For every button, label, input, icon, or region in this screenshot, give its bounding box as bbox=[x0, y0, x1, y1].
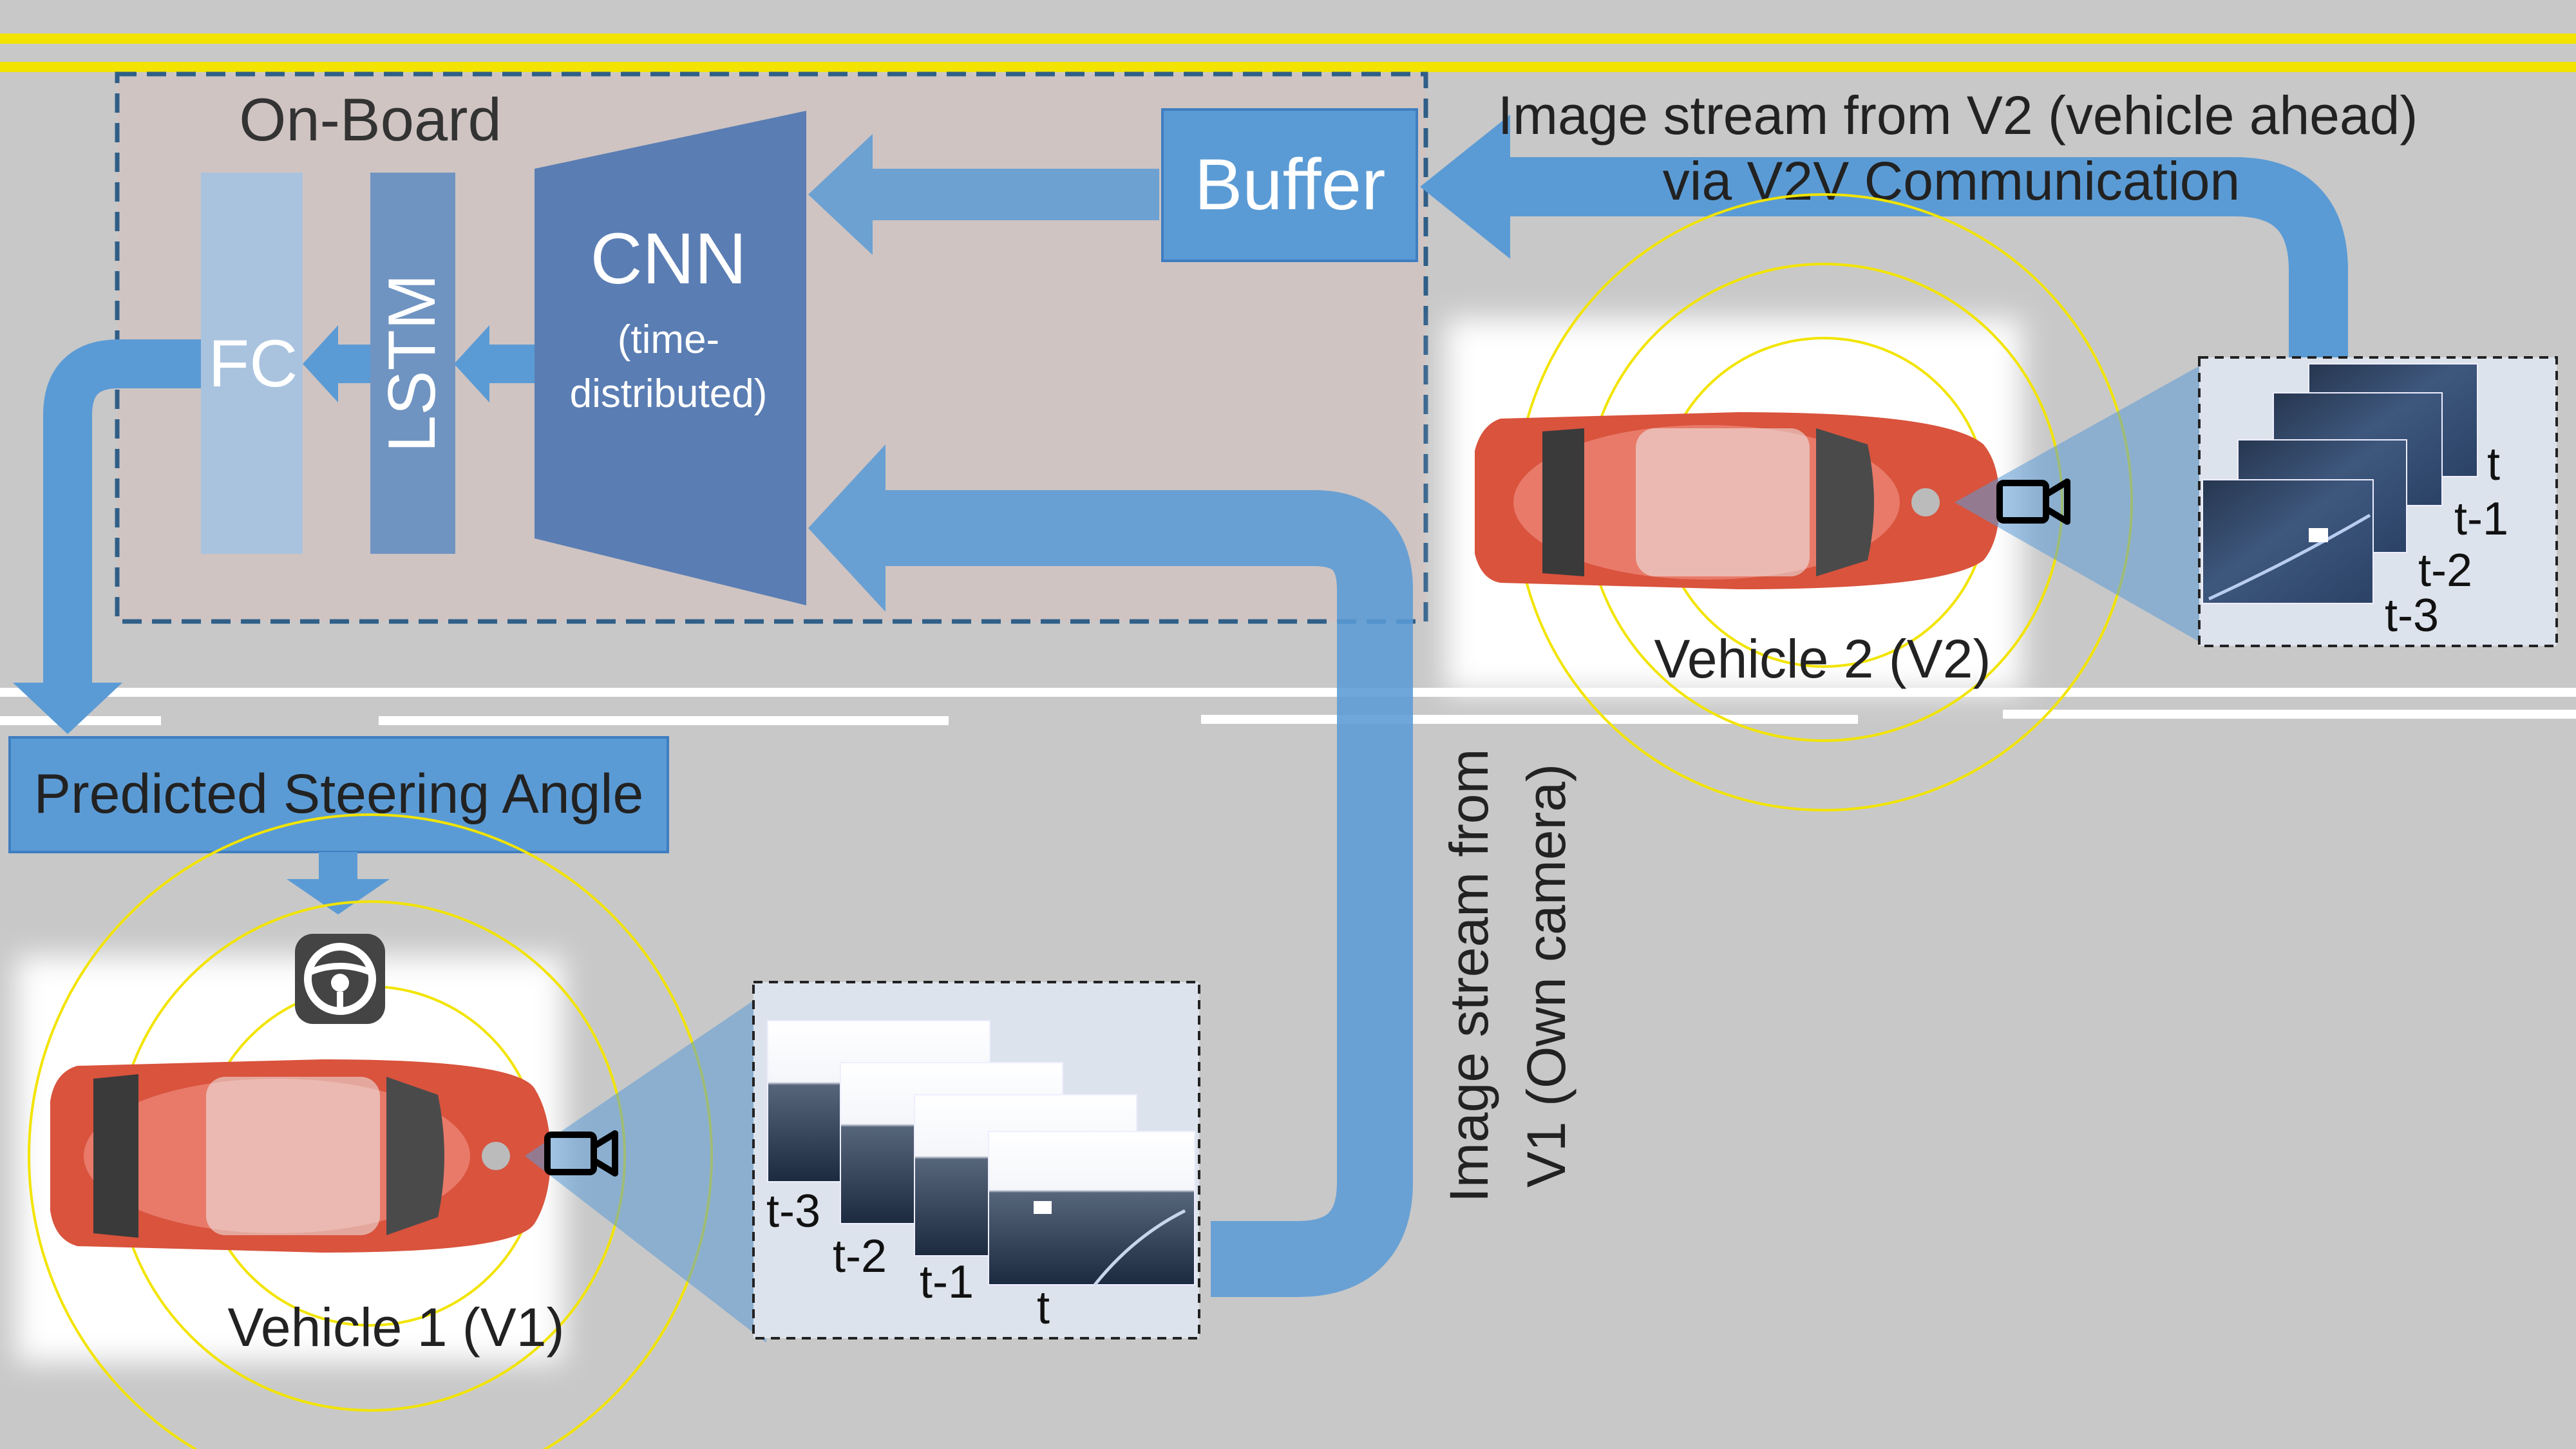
vehicle-2-label: Vehicle 2 (V2) bbox=[1654, 629, 1991, 689]
v1-frame-car bbox=[1034, 1201, 1052, 1214]
v1-frame-label-3: t bbox=[1037, 1282, 1050, 1334]
yellow-line-top bbox=[0, 33, 2576, 44]
buffer-block bbox=[1161, 108, 1418, 262]
v1-stream-caption-line2: V1 (Own camera) bbox=[1516, 764, 1577, 1188]
vehicle-2-camera-icon bbox=[1996, 478, 2070, 525]
v2-frame-image bbox=[2202, 479, 2374, 604]
predicted-to-wheel-arrow-body bbox=[319, 852, 357, 881]
lstm-to-fc-arrowhead bbox=[303, 325, 338, 402]
vehicle-1-car bbox=[50, 1059, 551, 1253]
fc-block bbox=[201, 173, 303, 554]
v2-stream-arrowhead bbox=[1420, 115, 1510, 259]
cnn-block bbox=[535, 111, 806, 605]
v2-stream-caption-line2: via V2V Communication bbox=[1663, 151, 2240, 211]
buffer-label: Buffer bbox=[1195, 144, 1386, 225]
fc-output-arrowhead bbox=[13, 683, 122, 734]
v1-stream-caption-line1: Image stream from bbox=[1439, 749, 1499, 1203]
v1-frame-label-1: t-2 bbox=[833, 1231, 887, 1282]
cnn-sub-line1: (time- bbox=[618, 317, 719, 362]
vehicle-1-label: Vehicle 1 (V1) bbox=[228, 1297, 565, 1358]
predicted-to-wheel-arrowhead bbox=[287, 879, 390, 914]
v2-frame-lane bbox=[2208, 513, 2371, 601]
v2-frame-stack: t t-1 t-2 t-3 bbox=[2198, 356, 2558, 647]
lstm-to-fc-arrow-body bbox=[338, 345, 370, 383]
v1-frame-label-0: t-3 bbox=[766, 1186, 820, 1237]
v1-frame-label-2: t-1 bbox=[920, 1256, 974, 1308]
lane-solid-line bbox=[0, 688, 2576, 697]
onboard-label: On-Board bbox=[239, 86, 502, 153]
buffer-to-cnn-arrowhead bbox=[808, 134, 873, 255]
vehicle-2-group: Vehicle 2 (V2) bbox=[1446, 193, 2209, 811]
cnn-to-lstm-arrowhead bbox=[454, 325, 489, 402]
v2-frame-label-0: t bbox=[2487, 439, 2500, 490]
vehicle-2-car bbox=[1475, 412, 2000, 589]
cnn-label: CNN bbox=[591, 218, 747, 299]
lstm-block bbox=[370, 173, 455, 554]
v2-frame-label-2: t-2 bbox=[2418, 545, 2472, 596]
predicted-steering-label: Predicted Steering Angle bbox=[34, 763, 644, 825]
vehicle-2-camera-cone bbox=[1955, 361, 2209, 647]
v2-stream-caption-line1: Image stream from V2 (vehicle ahead) bbox=[1498, 85, 2418, 146]
v1-frame-image bbox=[988, 1131, 1195, 1285]
v1-frame-stack: t-3 t-2 t-1 t bbox=[752, 981, 1200, 1340]
v2-frame-label-1: t-1 bbox=[2454, 493, 2508, 545]
v2-stream-flow bbox=[1510, 157, 2348, 361]
v1-frame-lane bbox=[1094, 1209, 1186, 1286]
v2-frame-car bbox=[2309, 528, 2328, 542]
vehicle-1-camera-icon bbox=[544, 1130, 618, 1177]
buffer-to-cnn-arrow-body bbox=[873, 169, 1159, 220]
steering-wheel-icon bbox=[295, 934, 385, 1024]
vehicle-1-group: Vehicle 1 (V1) bbox=[16, 813, 766, 1449]
v1-stream-flow bbox=[886, 490, 1413, 1297]
fc-output-flow bbox=[43, 339, 201, 683]
lane-dashes bbox=[0, 710, 2576, 725]
v1-stream-arrowhead bbox=[808, 444, 886, 612]
fc-label: FC bbox=[209, 327, 298, 401]
cnn-sub-line2: distributed) bbox=[570, 372, 768, 416]
lstm-label: LSTM bbox=[375, 274, 450, 452]
v2-frame-label-3: t-3 bbox=[2385, 590, 2439, 641]
vehicle-1-camera-cone bbox=[525, 992, 766, 1343]
cnn-to-lstm-arrow-body bbox=[489, 345, 535, 383]
yellow-line-bottom bbox=[0, 62, 2576, 72]
